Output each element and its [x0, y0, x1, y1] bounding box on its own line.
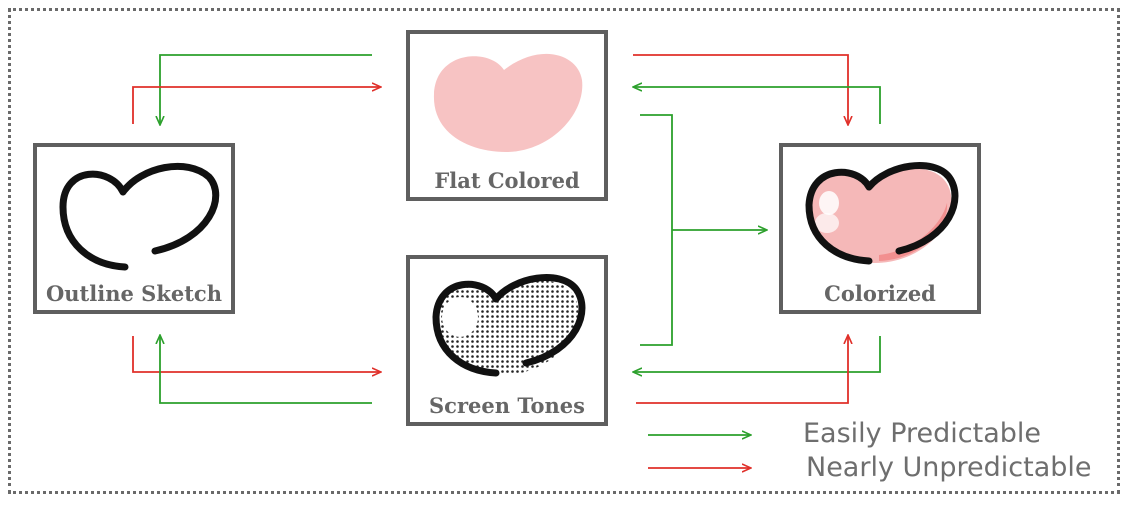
- node-colorized: Colorized: [779, 143, 981, 314]
- arrow-screen-to-colorized: [636, 336, 848, 404]
- node-screen-tones: Screen Tones: [406, 255, 608, 426]
- legend-easy-label: Easily Predictable: [803, 418, 1042, 449]
- arrow-outline-to-flat: [132, 87, 380, 124]
- outline-sketch-label: Outline Sketch: [46, 281, 222, 306]
- arrow-merge-top: [640, 114, 673, 346]
- outline-heart-image: [59, 162, 220, 271]
- screen-tones-label: Screen Tones: [429, 393, 585, 418]
- node-outline-sketch: Outline Sketch: [33, 143, 235, 314]
- arrow-outline-to-screen: [132, 336, 380, 372]
- flat-heart-image: [433, 53, 583, 152]
- arrow-screen-to-outline: [160, 336, 372, 404]
- node-flat-colored: Flat Colored: [406, 30, 608, 201]
- colorized-label: Colorized: [824, 281, 936, 306]
- arrow-flat-to-outline: [160, 54, 372, 124]
- arrow-colorized-to-flat: [634, 87, 881, 124]
- legend-hard-label: Nearly Unpredictable: [806, 452, 1092, 483]
- arrow-colorized-to-screen: [634, 336, 881, 372]
- dotted-frame: [8, 8, 1120, 494]
- flat-colored-label: Flat Colored: [434, 168, 580, 193]
- arrow-flat-to-colorized: [633, 54, 848, 124]
- screen-tones-heart-image: [432, 274, 586, 377]
- colorized-heart-image: [805, 162, 959, 265]
